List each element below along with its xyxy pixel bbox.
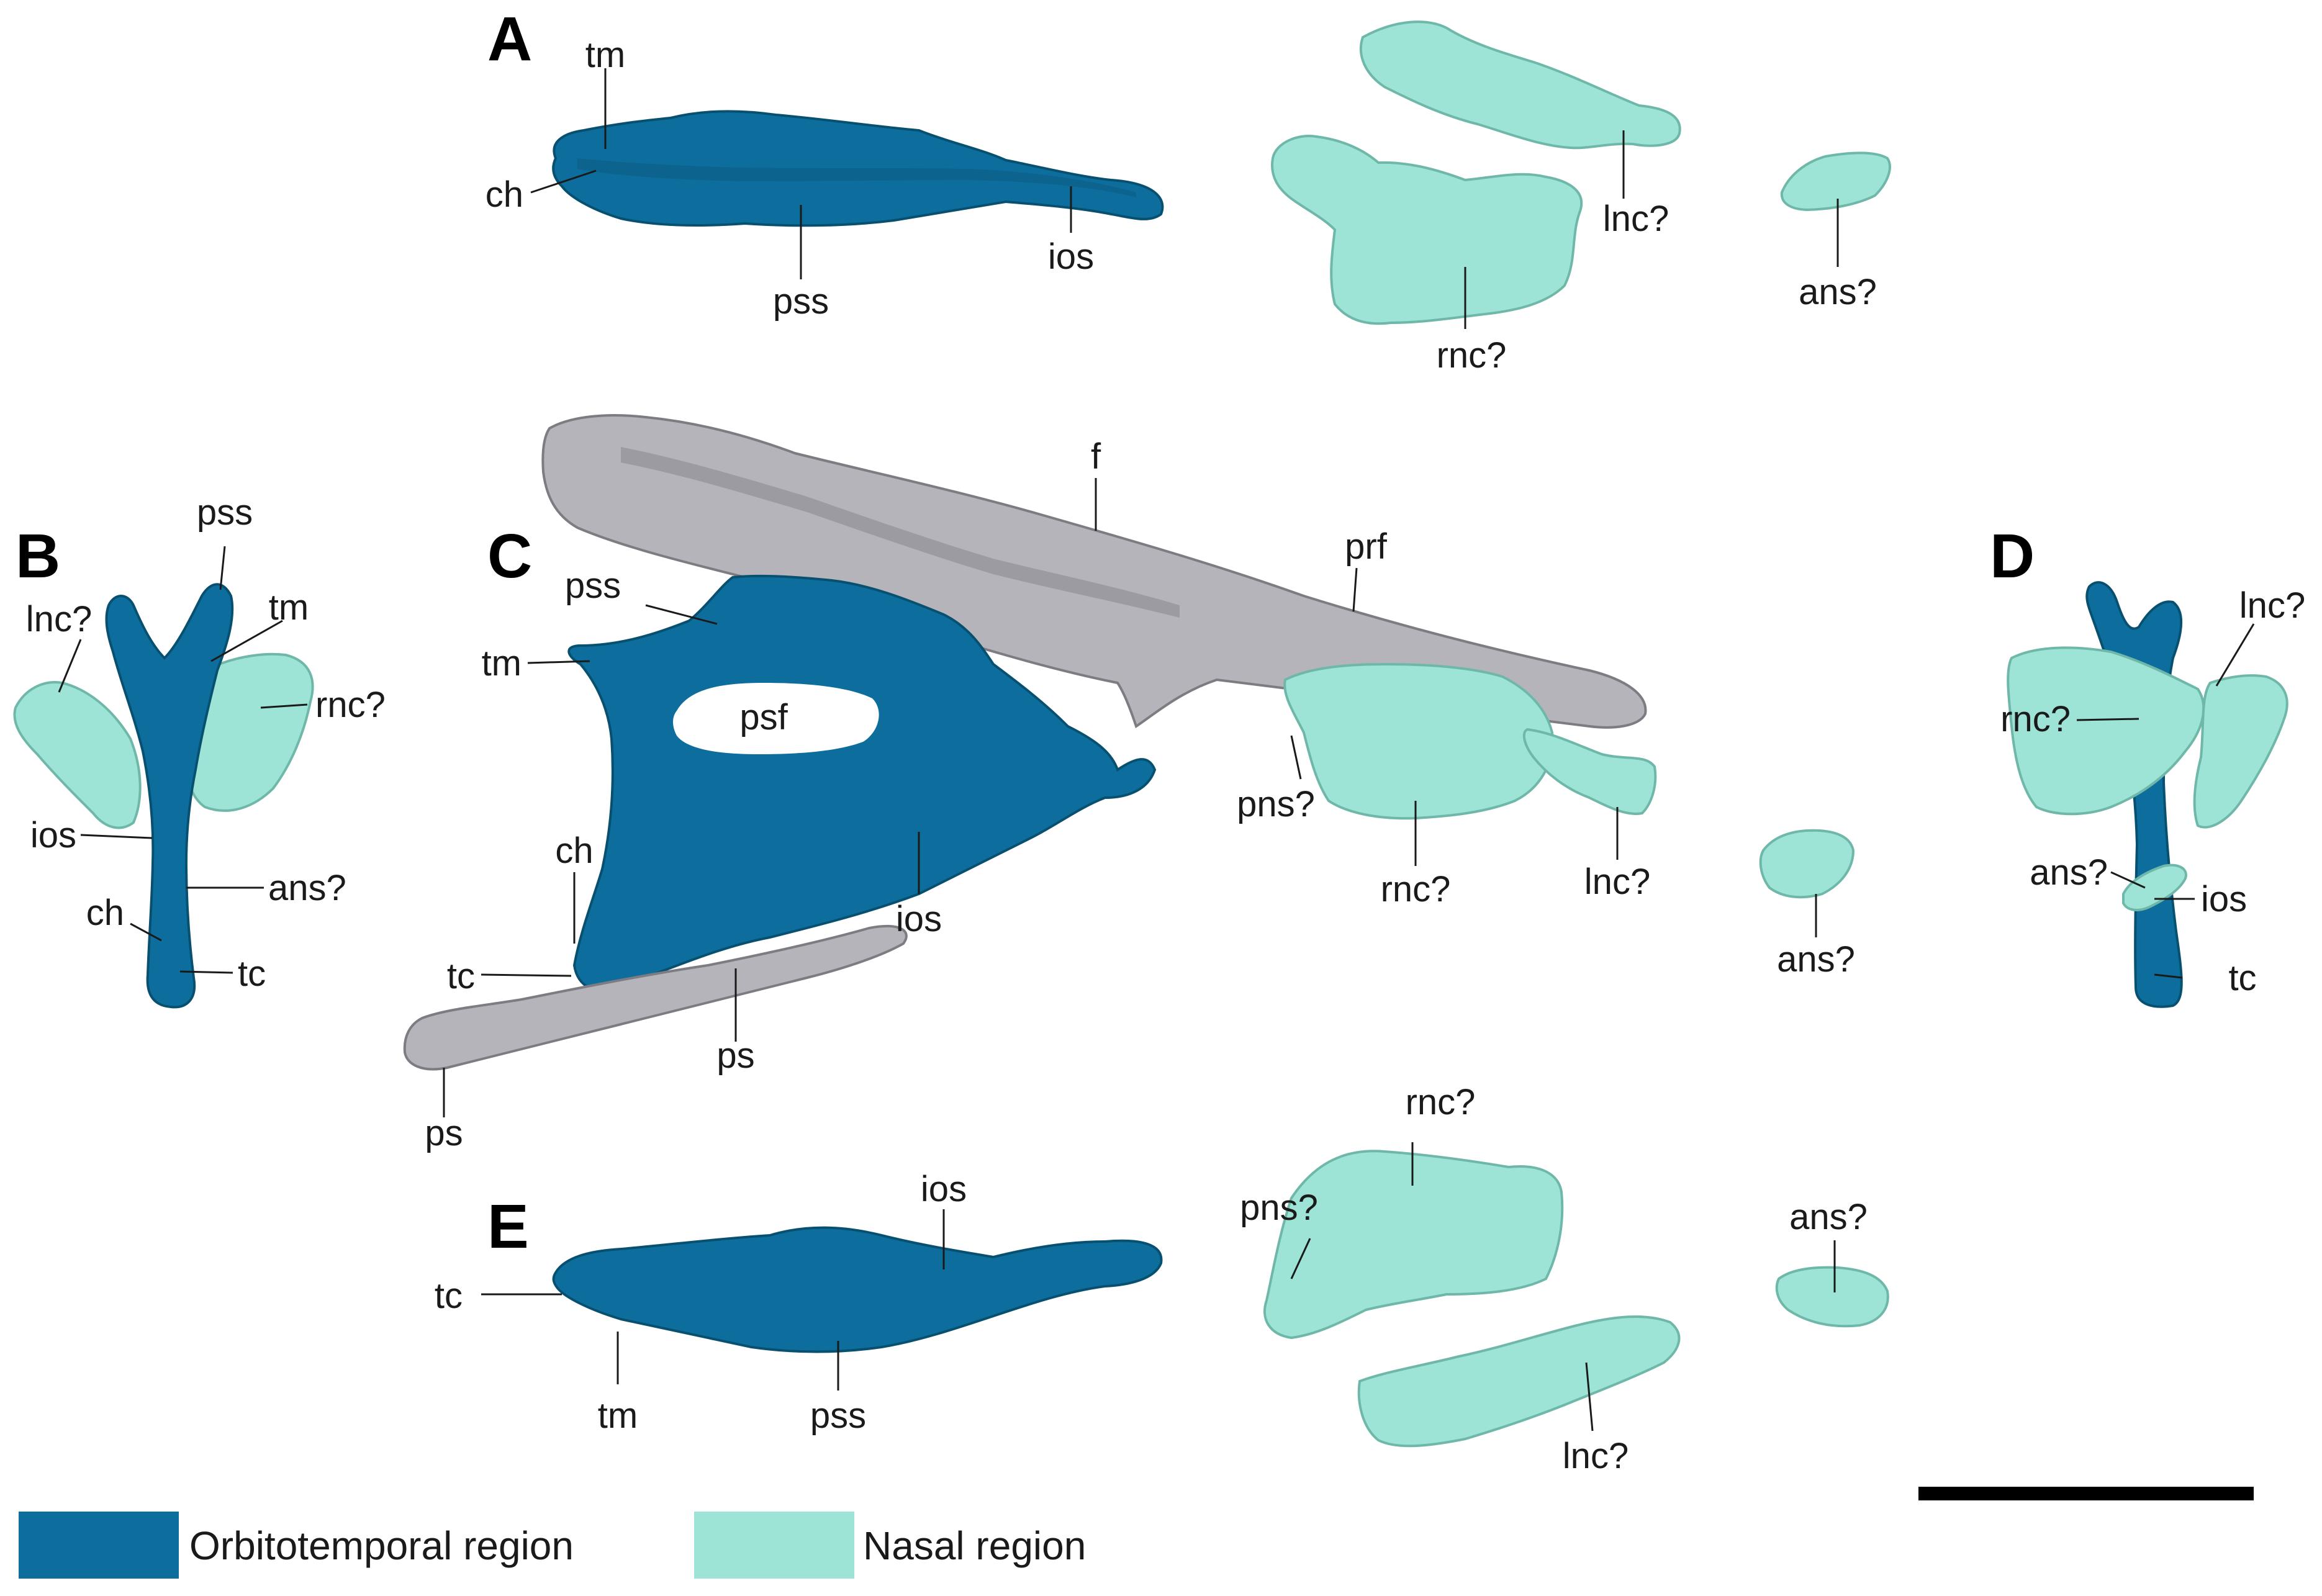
panel-e: E ios tc tm pss rnc? pns? ans? lnc? xyxy=(435,1082,1889,1476)
label-c-lnc: lnc? xyxy=(1584,862,1650,902)
label-c-ans: ans? xyxy=(1777,939,1855,980)
label-d-tc: tc xyxy=(2228,958,2256,998)
label-e-ans: ans? xyxy=(1789,1197,1868,1237)
panel-a-orbitotemporal-bone xyxy=(552,110,1164,227)
label-a-ch: ch xyxy=(486,174,523,215)
label-b-tm: tm xyxy=(269,587,309,628)
label-b-ans: ans? xyxy=(268,868,346,908)
label-c-psf: psf xyxy=(739,697,788,737)
panel-c-rnc-bone xyxy=(1283,662,1554,820)
panel-b-letter: B xyxy=(16,521,60,591)
panel-a-rnc-bone xyxy=(1271,135,1583,325)
label-e-tm: tm xyxy=(598,1395,638,1436)
panel-c: C f prf pss tm psf ch ios tc xyxy=(403,414,1855,1153)
legend-nasal-swatch xyxy=(694,1512,854,1579)
panel-a-ans-bone xyxy=(1780,151,1891,212)
label-a-ios: ios xyxy=(1048,237,1094,277)
panel-c-letter: C xyxy=(487,521,532,591)
label-c-ch: ch xyxy=(555,831,593,871)
label-b-ch: ch xyxy=(86,893,124,933)
panel-e-ans-bone xyxy=(1775,1266,1889,1328)
panel-a-letter: A xyxy=(487,4,532,74)
panel-c-ans-bone xyxy=(1759,829,1855,899)
panel-c-lnc-bone xyxy=(1522,728,1657,815)
panel-b: B pss tm lnc? rnc? ios ans? ch tc xyxy=(13,492,386,1009)
panel-d-letter: D xyxy=(1990,521,2035,591)
panel-e-lnc-bone xyxy=(1357,1315,1681,1448)
label-b-tc: tc xyxy=(238,954,266,994)
label-d-ans: ans? xyxy=(2030,852,2108,893)
label-a-lnc: lnc? xyxy=(1603,199,1669,239)
panel-e-orbitotemporal-bone xyxy=(552,1226,1163,1353)
label-c-ios: ios xyxy=(896,899,942,939)
label-d-lnc: lnc? xyxy=(2239,585,2305,626)
panel-a-lnc-bone xyxy=(1359,20,1681,150)
label-e-lnc: lnc? xyxy=(1563,1436,1629,1476)
panel-b-lnc-bone xyxy=(13,681,142,829)
panel-b-orbitotemporal-bone xyxy=(105,583,234,1009)
label-c-rnc: rnc? xyxy=(1381,869,1451,909)
label-a-tm: tm xyxy=(585,35,625,75)
legend: Orbitotemporal region Nasal region xyxy=(19,1512,1086,1579)
label-c-ps-lower: ps xyxy=(425,1113,463,1153)
panel-c-parasphenoid-bone xyxy=(403,924,908,1071)
panel-a: A tm ch pss ios lnc? rnc? ans? xyxy=(486,4,1891,376)
label-c-ps-upper: ps xyxy=(716,1035,754,1076)
label-a-pss: pss xyxy=(773,281,829,322)
label-e-tc: tc xyxy=(435,1276,463,1316)
panel-e-rnc-bone xyxy=(1263,1150,1564,1340)
panel-c-psf-opening xyxy=(673,683,879,754)
label-c-tc: tc xyxy=(447,956,475,996)
panel-d-lnc-bone xyxy=(2193,674,2288,829)
panel-d-ans-bone xyxy=(2122,863,2187,911)
label-c-tm: tm xyxy=(482,643,522,683)
label-d-ios: ios xyxy=(2201,879,2247,919)
label-e-pss: pss xyxy=(810,1395,866,1436)
label-c-prf: prf xyxy=(1345,526,1388,567)
label-c-pss: pss xyxy=(565,566,621,606)
label-b-pss: pss xyxy=(197,492,253,533)
label-e-ios: ios xyxy=(921,1169,967,1209)
label-e-rnc: rnc? xyxy=(1406,1082,1476,1122)
label-b-lnc: lnc? xyxy=(26,599,92,639)
label-c-pns: pns? xyxy=(1237,784,1315,824)
panel-d: D lnc? rnc? ans? ios tc xyxy=(1990,521,2305,1008)
scale-bar xyxy=(1918,1487,2254,1500)
panel-e-letter: E xyxy=(487,1192,529,1261)
label-b-ios: ios xyxy=(30,815,76,855)
label-e-pns: pns? xyxy=(1240,1188,1318,1228)
label-b-rnc: rnc? xyxy=(315,685,386,725)
panel-c-frontal-shadow xyxy=(621,447,1180,618)
panel-d-rnc-bone xyxy=(2007,646,2205,816)
panel-a-orbitotemporal-shadow xyxy=(577,158,1136,197)
legend-orbitotemporal-label: Orbitotemporal region xyxy=(189,1523,574,1568)
label-c-f: f xyxy=(1091,436,1101,477)
label-a-ans: ans? xyxy=(1799,272,1877,312)
legend-orbitotemporal-swatch xyxy=(19,1512,179,1579)
label-d-rnc: rnc? xyxy=(2000,699,2071,739)
label-a-rnc: rnc? xyxy=(1437,335,1507,376)
legend-nasal-label: Nasal region xyxy=(863,1523,1086,1568)
panel-c-orbitotemporal-bone xyxy=(567,574,1157,992)
